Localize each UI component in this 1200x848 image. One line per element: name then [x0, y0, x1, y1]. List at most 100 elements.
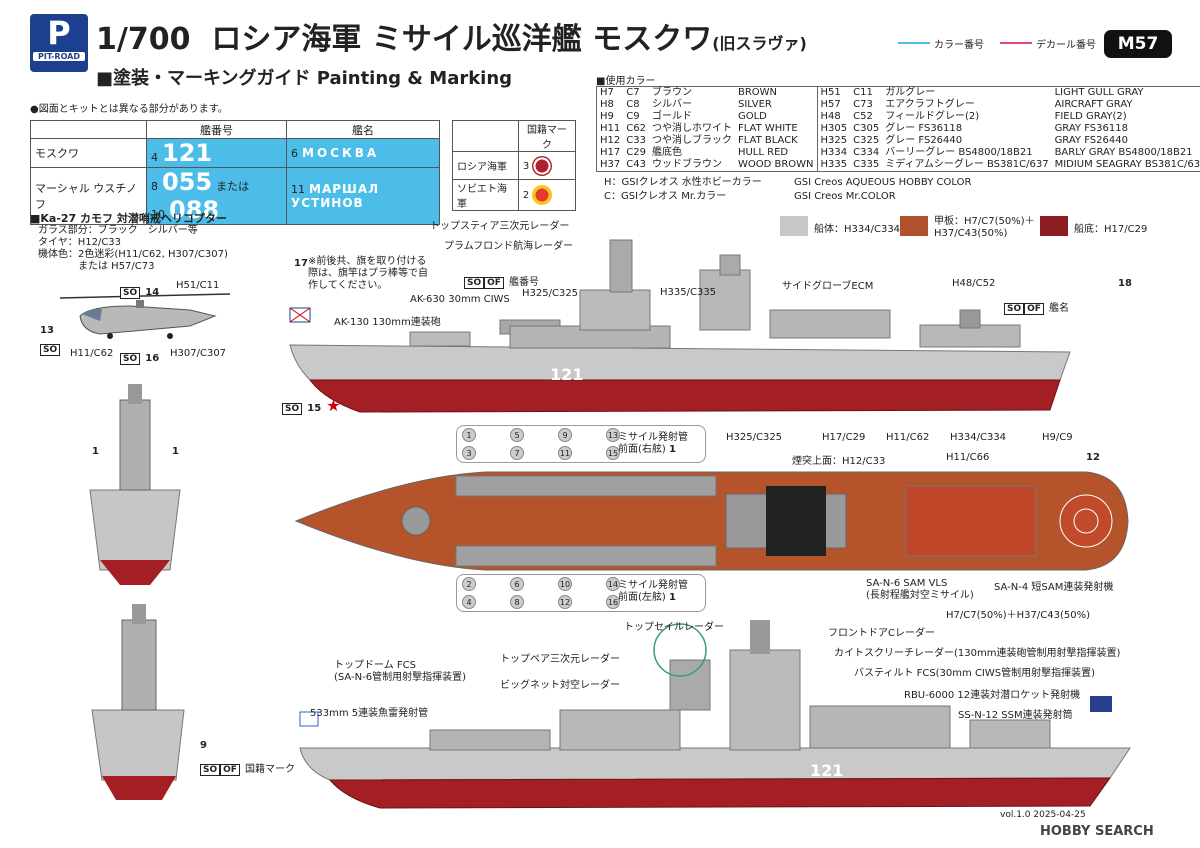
decal-18: 18 — [1118, 278, 1132, 289]
label-front-door-radar: フロントドアCレーダー — [828, 628, 935, 639]
label-h325-top: H325/C325 — [522, 288, 579, 299]
soviet-navy-roundel-icon — [532, 185, 553, 205]
decal-15: SO 15 ★ — [282, 396, 341, 415]
nation-mark-table: 国籍マーク ロシア海軍 3 ソビエト海軍 2 — [452, 120, 577, 211]
table-row: ロシア海軍 3 — [452, 151, 577, 180]
label-stack-top: 煙突上面：H12/C33 — [792, 456, 886, 467]
missile-tube-number: 12 — [558, 595, 572, 609]
color-cell: H9 — [600, 111, 614, 122]
color-cell: H48 — [816, 111, 851, 123]
missile-tube-number: 10 — [558, 577, 572, 591]
label-h48: H48/C52 — [952, 278, 996, 289]
color-cell: FIELD GRAY(2) — [1054, 111, 1127, 122]
color-cell: エアクラフトグレー — [885, 99, 975, 110]
label-top-dome: トップドーム FCS(SA-N-6管制用射撃指揮装置) — [334, 660, 467, 683]
color-cell: C29 — [626, 147, 646, 158]
color-cell: H335 — [816, 159, 851, 172]
hobby-search-watermark: HOBBY SEARCH — [1040, 824, 1154, 839]
decal-16: SO 16 — [120, 346, 159, 365]
color-cell: H7 — [600, 87, 614, 98]
pit-road-logo: P PIT-ROAD — [30, 14, 88, 72]
label-h11: H11/C62 — [886, 432, 930, 443]
color-cell: H334 — [816, 147, 851, 159]
color-cell: グレー FS26440 — [885, 135, 963, 146]
decal-9: 9 — [200, 740, 207, 751]
color-cell: C43 — [626, 159, 646, 170]
color-cell: BROWN — [737, 87, 778, 98]
color-cell: バーリーグレー BS4800/18B21 — [885, 147, 1033, 158]
missile-tube-number: 11 — [558, 446, 572, 460]
color-cell: GRAY FS36118 — [1054, 123, 1128, 134]
label-torpedo-tubes: 533mm 5連装魚雷発射管 — [310, 708, 429, 719]
color-cell: C325 — [853, 135, 880, 146]
label-h11-c66: H11/C66 — [946, 452, 990, 463]
ship-starboard-view: 121 — [289, 239, 1071, 413]
color-legend-line — [898, 42, 930, 44]
label-topsteer-radar: トップスティア三次元レーダー — [430, 221, 570, 232]
hull-color-label: 船体：H334/C334 — [814, 224, 901, 235]
color-cell: H17 — [600, 147, 621, 158]
decal-12: 12 — [1086, 452, 1100, 463]
diagram-note: ●図面とキットとは異なる部分があります。 — [30, 104, 228, 115]
color-cell: C33 — [626, 135, 646, 146]
ship-port-view: 121 — [299, 620, 1131, 809]
label-rbu-6000: RBU-6000 12連装対潜ロケット発射機 — [904, 690, 1081, 701]
color-cell: つや消しホワイト — [651, 123, 732, 134]
color-cell: ブラウン — [651, 87, 692, 98]
missile-tube-number: 1 — [462, 428, 476, 442]
label-top-pair-radar: トップペア三次元レーダー — [500, 654, 620, 665]
color-cell: ゴールド — [651, 111, 692, 122]
color-cell: H11 — [600, 123, 621, 134]
svg-text:121: 121 — [550, 365, 583, 384]
svg-text:121: 121 — [810, 761, 843, 780]
label-topsail-radar: トップセイルレーダー — [624, 622, 724, 633]
color-cell: ガルグレー — [885, 87, 936, 98]
color-cell: ウッドブラウン — [651, 159, 722, 170]
color-cell: WOOD BROWN — [737, 159, 814, 170]
color-cell: C62 — [626, 123, 646, 134]
color-cell: ミディアムシーグレー BS381C/637 — [885, 159, 1049, 170]
ship-deck-plan — [294, 471, 1129, 571]
col-ship-name: 艦名 — [286, 120, 440, 139]
color-cell: H37 — [600, 159, 621, 170]
missile-tube-number: 15 — [606, 446, 620, 460]
color-cell: C8 — [626, 99, 640, 110]
color-cell: MIDIUM SEAGRAY BS381C/637 — [1054, 159, 1200, 170]
missile-tube-number: 2 — [462, 577, 476, 591]
missile-tube-number: 13 — [606, 428, 620, 442]
color-cell: C305 — [853, 123, 880, 134]
colors-heading: ■使用カラー — [596, 76, 656, 87]
label-sa-n-4: SA-N-4 短SAM連装発射機 — [994, 582, 1114, 593]
russian-navy-roundel-icon — [532, 155, 553, 176]
color-cell: つや消しブラック — [651, 135, 732, 146]
color-cell: H305 — [816, 123, 851, 135]
color-cell: AIRCRAFT GRAY — [1054, 99, 1133, 110]
deck-color-swatch — [900, 216, 928, 236]
color-cell: BARLY GRAY BS4800/18B21 — [1054, 147, 1193, 158]
missile-tube-number: 4 — [462, 595, 476, 609]
missile-tube-number: 5 — [510, 428, 524, 442]
color-cell: C52 — [853, 111, 873, 122]
label-ss-n-12: SS-N-12 SSM連装発射筒 — [958, 710, 1073, 721]
decal-1-left: 1 — [92, 446, 99, 457]
label-sa-n-6: SA-N-6 SAM VLS(長射程艦対空ミサイル) — [866, 578, 974, 601]
missile-tubes-port — [456, 574, 706, 612]
label-kite-screech: カイトスクリーチレーダー(130mm連装砲管制用射撃指揮装置) — [834, 648, 1121, 659]
missile-tube-number: 8 — [510, 595, 524, 609]
label-h9: H9/C9 — [1042, 432, 1073, 443]
color-cell: HULL RED — [737, 147, 789, 158]
page-subtitle: ■塗装・マーキングガイド Painting & Marking — [96, 68, 513, 89]
color-cell: SILVER — [737, 99, 772, 110]
color-cell: C11 — [853, 87, 873, 98]
missile-tube-number: 7 — [510, 446, 524, 460]
version-footer: vol.1.0 2025-04-25 — [1000, 810, 1086, 820]
flag-note: ※前後共、旗を取り付ける際は、旗竿はプラ棒等で自作してください。 — [308, 256, 428, 291]
